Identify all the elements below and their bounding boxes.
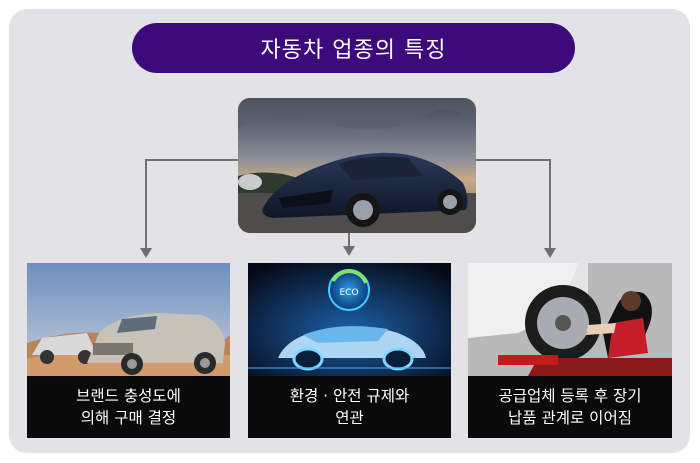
caption-line-2: 의해 구매 결정 [80, 409, 177, 427]
card-caption: 환경 · 안전 규제와 연관 [248, 376, 451, 438]
card-caption: 공급업체 등록 후 장기 납품 관계로 이어짐 [468, 376, 672, 438]
connector-left [145, 159, 238, 250]
caption-line-2: 연관 [335, 409, 364, 427]
caption-line-2: 납품 관계로 이어짐 [508, 409, 632, 427]
card-supplier: 공급업체 등록 후 장기 납품 관계로 이어짐 [468, 263, 672, 438]
arrowhead-left [140, 248, 152, 258]
suv-photo [27, 263, 230, 376]
mechanic-photo [468, 263, 672, 376]
arrowhead-center [343, 246, 355, 256]
diagram-title: 자동차 업종의 특징 [132, 23, 575, 73]
sedan-photo [238, 98, 476, 233]
connector-right [476, 159, 551, 250]
caption-line-1: 공급업체 등록 후 장기 [498, 387, 642, 405]
card-regulation: ECO 환경 · 안전 규제와 연관 [248, 263, 451, 438]
card-brand-loyalty: 브랜드 충성도에 의해 구매 결정 [27, 263, 230, 438]
arrowhead-right [544, 248, 556, 258]
caption-line-1: 환경 · 안전 규제와 [289, 387, 410, 405]
caption-line-1: 브랜드 충성도에 [76, 387, 181, 405]
eco-car-illustration: ECO [248, 263, 451, 376]
card-caption: 브랜드 충성도에 의해 구매 결정 [27, 376, 230, 438]
eco-badge-label: ECO [339, 288, 358, 298]
